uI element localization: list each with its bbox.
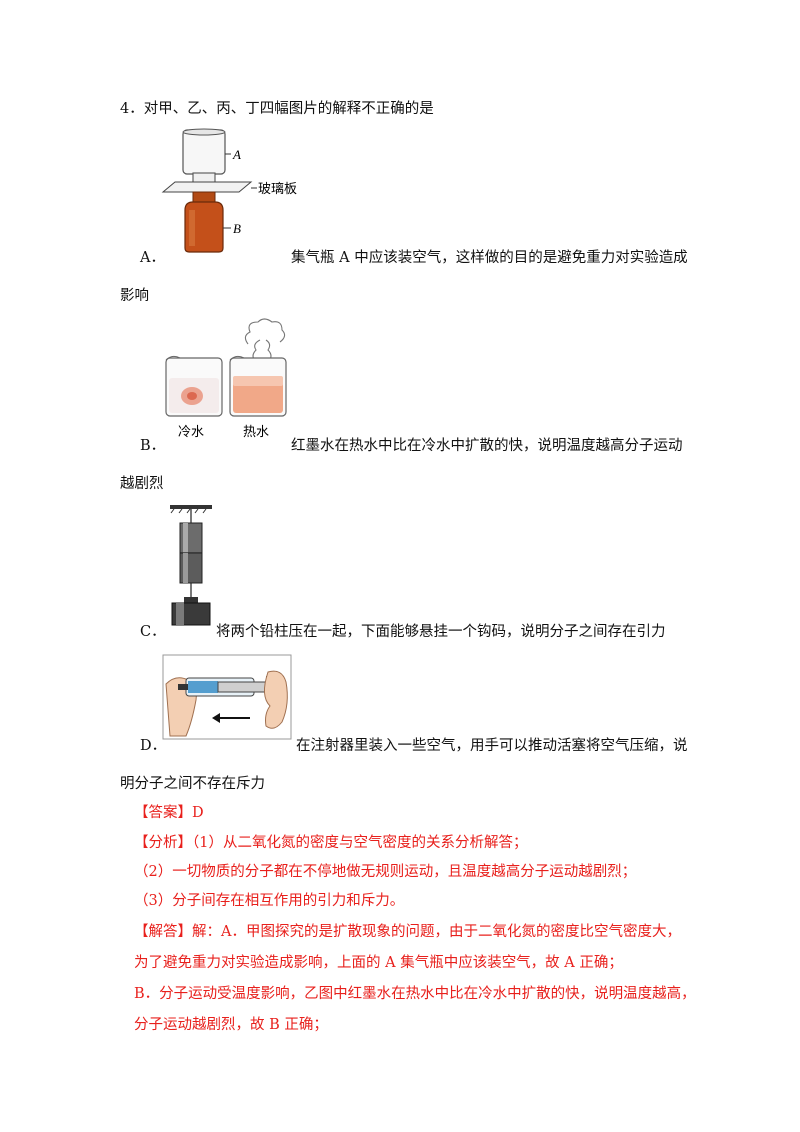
option-b-letter: B． — [140, 438, 166, 454]
option-d-text: 在注射器里装入一些空气，用手可以推动活塞将空气压缩，说 — [296, 738, 688, 754]
solution-line-1: 【解答】解：A．甲图探究的是扩散现象的问题，由于二氧化氮的密度比空气密度大， — [134, 924, 681, 940]
figure-b-label-hot: 热水 — [243, 425, 269, 440]
option-c-letter: C． — [140, 624, 166, 640]
question-stem: 4．对甲、乙、丙、丁四幅图片的解释不正确的是 — [120, 101, 434, 117]
solution-label: 【解答】 — [134, 924, 192, 940]
answer-value: D — [192, 805, 204, 821]
option-d-text-cont: 明分子之间不存在斥力 — [120, 776, 265, 792]
figure-b-label-cold: 冷水 — [178, 425, 204, 440]
option-b-text: 红墨水在热水中比在冷水中扩散的快，说明温度越高分子运动 — [291, 438, 683, 454]
figure-lead-cylinders — [168, 503, 218, 628]
figure-a-label-glass: 玻璃板 — [258, 182, 297, 197]
analysis-line-1: 【分析】（1）从二氧化氮的密度与空气密度的关系分析解答； — [134, 835, 528, 851]
option-c-text: 将两个铅柱压在一起，下面能够悬挂一个钩码，说明分子之间存在引力 — [216, 624, 666, 640]
solution-line-4: 分子运动越剧烈，故 B 正确； — [134, 1017, 328, 1033]
analysis-line-3: （3）分子间存在相互作用的引力和斥力。 — [134, 893, 405, 909]
option-b-text-cont: 越剧烈 — [120, 476, 164, 492]
answer-line: 【答案】D — [134, 803, 204, 823]
solution-line-3: B．分子运动受温度影响，乙图中红墨水在热水中比在冷水中扩散的快，说明温度越高， — [134, 986, 696, 1002]
option-a-letter: A． — [140, 250, 165, 266]
solution-line-2: 为了避免重力对实验造成影响，上面的 A 集气瓶中应该装空气，故 A 正确； — [134, 955, 623, 971]
figure-a-label-b: B — [233, 221, 241, 236]
answer-label: 【答案】 — [134, 805, 192, 821]
figure-gas-jars: A 玻璃板 B — [157, 126, 297, 254]
option-a-text: 集气瓶 A 中应该装空气，这样做的目的是避免重力对实验造成 — [291, 250, 688, 266]
figure-a-label-a: A — [232, 147, 241, 162]
option-a-text-cont: 影响 — [120, 288, 149, 304]
analysis-label: 【分析】 — [134, 835, 192, 851]
figure-syringe — [162, 654, 292, 740]
option-d-letter: D． — [140, 738, 167, 754]
figure-beakers: 冷水 热水 — [160, 316, 290, 440]
analysis-line-2: （2）一切物质的分子都在不停地做无规则运动，且温度越高分子运动越剧烈； — [134, 864, 637, 880]
